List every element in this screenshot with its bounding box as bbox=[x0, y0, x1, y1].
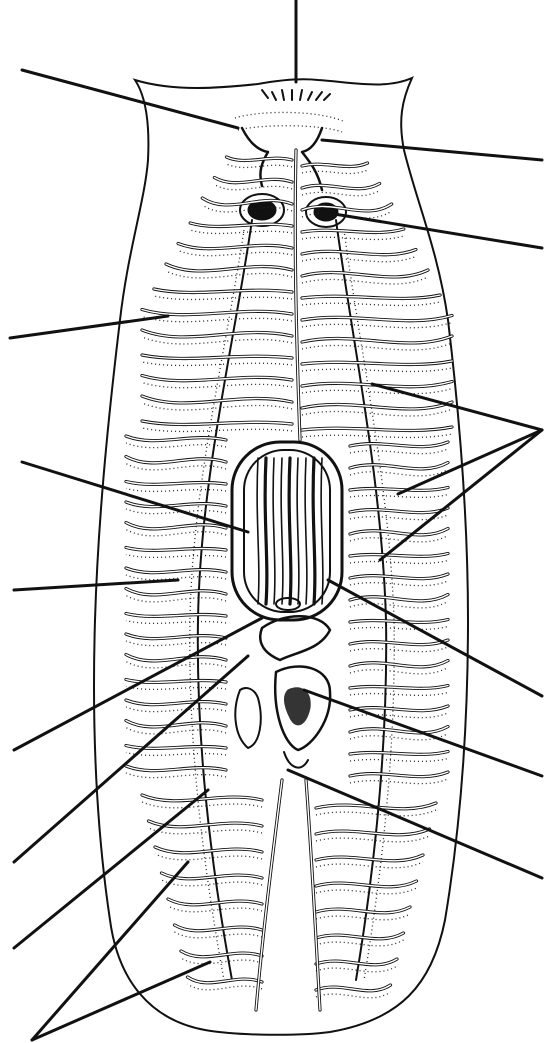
leader-line-right-5 bbox=[304, 690, 542, 776]
gut-branch-dots-right-20 bbox=[350, 602, 448, 608]
cerebral-ganglion-right bbox=[302, 128, 322, 190]
gut-branch-dots-right-14 bbox=[350, 470, 448, 476]
pharynx-striation-0 bbox=[257, 458, 259, 604]
gut-branch-dots-right-1 bbox=[302, 191, 380, 196]
leader-line-right-3b bbox=[398, 430, 542, 494]
gut-branch-dots-left-4 bbox=[178, 251, 292, 256]
gut-branch-dots-left-11 bbox=[142, 403, 292, 410]
gut-branch-dots-left-27 bbox=[126, 753, 226, 756]
gut-branch-dots-right-p5 bbox=[316, 940, 404, 946]
pharynx-striation-5 bbox=[297, 458, 299, 604]
gut-branch-dots-left-15 bbox=[126, 489, 226, 492]
gut-branch-dots-right-3 bbox=[302, 236, 404, 239]
gut-branch-dots-right-6 bbox=[302, 302, 440, 305]
mouth-opening bbox=[276, 598, 300, 610]
gut-branch-dots-right-25 bbox=[350, 713, 448, 718]
gut-branch-dots-left-3 bbox=[190, 230, 292, 233]
gut-branch-dots-right-8 bbox=[302, 343, 452, 350]
gut-branch-dots-left-5 bbox=[166, 271, 292, 278]
gut-branch-dots-left-10 bbox=[142, 383, 292, 388]
gut-branch-dots-left-26 bbox=[126, 728, 226, 734]
gut-branch-dots-right-0 bbox=[302, 170, 368, 173]
gut-branch-dots-left-p5 bbox=[175, 932, 263, 938]
leader-line-left-8b bbox=[32, 962, 210, 1040]
pharynx-striation-2 bbox=[273, 458, 275, 604]
gut-branch-dots-right-11 bbox=[302, 409, 452, 416]
gut-branch-dots-right-18 bbox=[350, 561, 448, 564]
gut-branch-dots-left-p2 bbox=[155, 854, 262, 860]
gut-branch-dots-right-24 bbox=[350, 693, 448, 696]
gut-branch-dots-left-25 bbox=[126, 707, 226, 712]
gut-branch-dots-left-8 bbox=[142, 337, 292, 344]
leader-line-right-4 bbox=[328, 580, 542, 696]
gut-branch-dots-right-p1 bbox=[316, 836, 430, 842]
gut-branch-dots-right-7 bbox=[302, 323, 452, 328]
leader-line-right-6 bbox=[288, 770, 542, 878]
gut-branch-dots-left-1 bbox=[214, 185, 292, 190]
gut-branch-dots-left-13 bbox=[126, 443, 226, 448]
leader-line-left-3 bbox=[22, 462, 248, 532]
gut-branch-dots-right-p7 bbox=[316, 992, 391, 998]
auricle-fringe bbox=[262, 90, 330, 100]
gut-branch-dots-right-13 bbox=[350, 449, 448, 454]
leader-line-left-1 bbox=[22, 70, 238, 128]
gut-diverticula bbox=[126, 157, 452, 998]
pharynx-striation-8 bbox=[321, 458, 323, 604]
gut-branch-dots-left-18 bbox=[126, 555, 226, 558]
genital-atrium bbox=[260, 616, 330, 660]
gut-branch-dots-left-2 bbox=[202, 205, 292, 212]
gut-branch-dots-right-23 bbox=[350, 668, 448, 674]
gut-branch-dots-right-4 bbox=[302, 257, 416, 262]
head-sensory-dots bbox=[235, 112, 345, 132]
gut-branch-dots-right-21 bbox=[350, 627, 448, 630]
leader-line-left-8a bbox=[32, 862, 188, 1040]
gut-branch-dots-right-5 bbox=[302, 277, 428, 284]
leader-line-left-2 bbox=[10, 316, 168, 338]
gut-branch-dots-right-p0 bbox=[316, 810, 436, 816]
gut-branch-dots-right-9 bbox=[302, 368, 452, 371]
gut-branch-dots-left-0 bbox=[227, 164, 293, 167]
pharynx-muscle-striations bbox=[257, 458, 323, 604]
posterior-gut-trunk-right-lumen bbox=[306, 780, 320, 1010]
leader-line-right-1 bbox=[322, 140, 542, 160]
cerebral-ganglion-left bbox=[242, 128, 268, 186]
gut-branch-dots-left-20 bbox=[126, 596, 226, 602]
pharynx-striation-1 bbox=[265, 458, 267, 604]
nerve-cord-right bbox=[336, 220, 386, 980]
gut-branch-dots-left-p1 bbox=[149, 828, 263, 834]
pharynx-striation-6 bbox=[305, 458, 307, 604]
gut-branch-dots-left-p0 bbox=[142, 802, 262, 808]
gut-branch-dots-right-17 bbox=[350, 536, 448, 542]
gut-branch-dots-left-p6 bbox=[181, 958, 262, 964]
gut-branch-dots-right-12 bbox=[302, 434, 452, 437]
genital-pore bbox=[284, 752, 308, 768]
gut-branch-dots-left-p4 bbox=[168, 906, 262, 912]
pharynx-striation-4 bbox=[289, 458, 291, 604]
gut-branch-dots-left-17 bbox=[126, 530, 226, 536]
label-leader-lines bbox=[10, 0, 542, 1040]
gut-branch-dots-left-21 bbox=[126, 621, 226, 624]
seminal-vesicle bbox=[235, 688, 260, 748]
gut-branch-dots-right-p3 bbox=[316, 888, 417, 894]
gut-branch-dots-right-22 bbox=[350, 647, 448, 652]
gut-branch-dots-left-p3 bbox=[162, 880, 263, 886]
gut-branch-dots-right-19 bbox=[350, 581, 448, 586]
gut-branch-dots-left-6 bbox=[154, 296, 292, 299]
pharynx-striation-3 bbox=[281, 458, 283, 604]
penis-bulb bbox=[284, 688, 310, 725]
pharynx-striation-7 bbox=[313, 458, 315, 604]
gut-branch-dots-right-10 bbox=[302, 389, 452, 394]
gut-branch-dots-right-p4 bbox=[316, 914, 410, 920]
gut-branch-dots-right-p2 bbox=[316, 862, 423, 868]
gut-branch-dots-left-28 bbox=[126, 773, 226, 778]
gut-branch-dots-right-28 bbox=[350, 779, 448, 784]
gut-branch-dots-right-27 bbox=[350, 759, 448, 762]
gut-branch-dots-left-9 bbox=[142, 362, 292, 365]
gut-branch-dots-left-p7 bbox=[188, 984, 263, 990]
